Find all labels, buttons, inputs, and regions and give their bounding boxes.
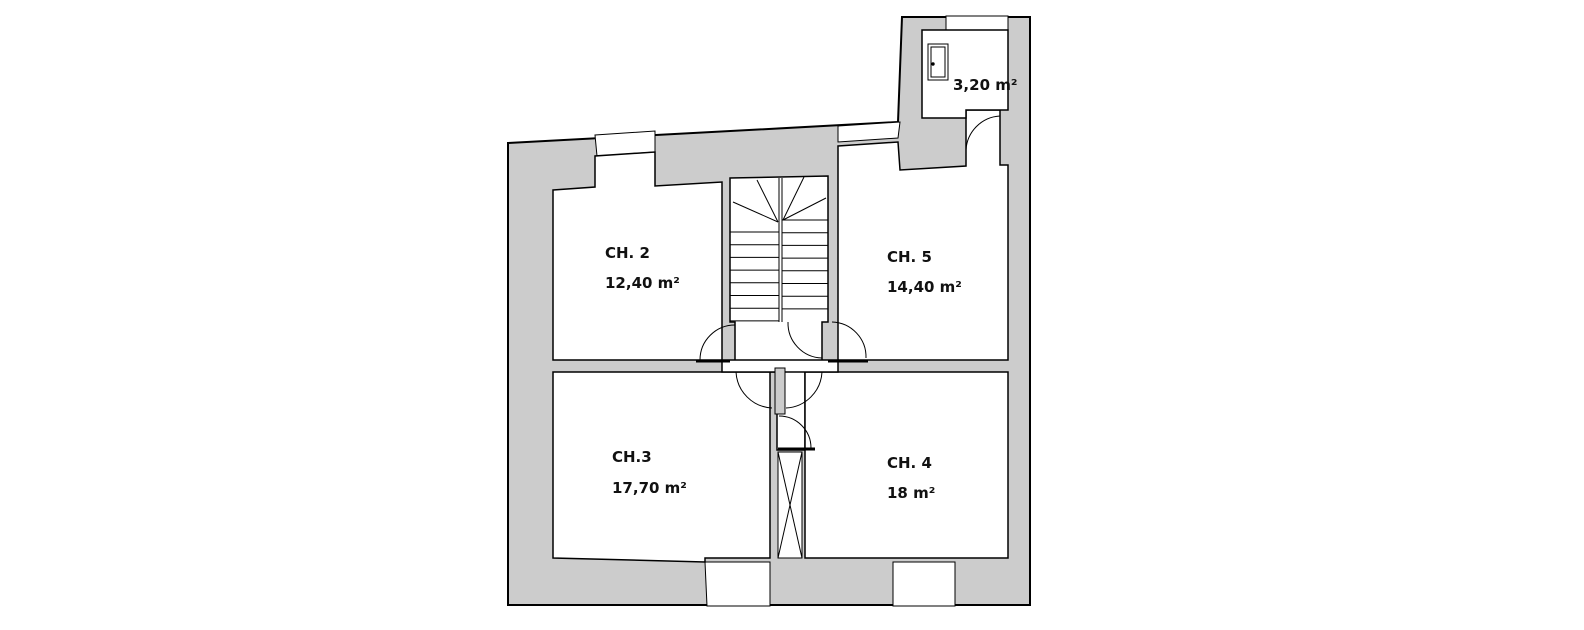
room-area: 17,70 m² — [612, 479, 687, 497]
room-labels: CH. 2 12,40 m² CH. 5 14,40 m² CH.3 17,70… — [605, 76, 1017, 502]
staircase — [730, 176, 828, 322]
room-name: CH. 5 — [887, 248, 932, 266]
room-ch2 — [552, 151, 723, 361]
room-area: 12,40 m² — [605, 274, 680, 292]
windows — [594, 15, 1009, 607]
room-ch4 — [804, 371, 1009, 559]
room-area: 18 m² — [887, 484, 935, 502]
landing — [721, 359, 839, 373]
room-area: 14,40 m² — [887, 278, 962, 296]
room-ch3 — [552, 371, 771, 563]
room-name: CH.3 — [612, 448, 652, 466]
doors — [696, 43, 1001, 559]
room-name: CH. 2 — [605, 244, 650, 262]
room-area: 3,20 m² — [953, 76, 1017, 94]
room-name: CH. 4 — [887, 454, 932, 472]
